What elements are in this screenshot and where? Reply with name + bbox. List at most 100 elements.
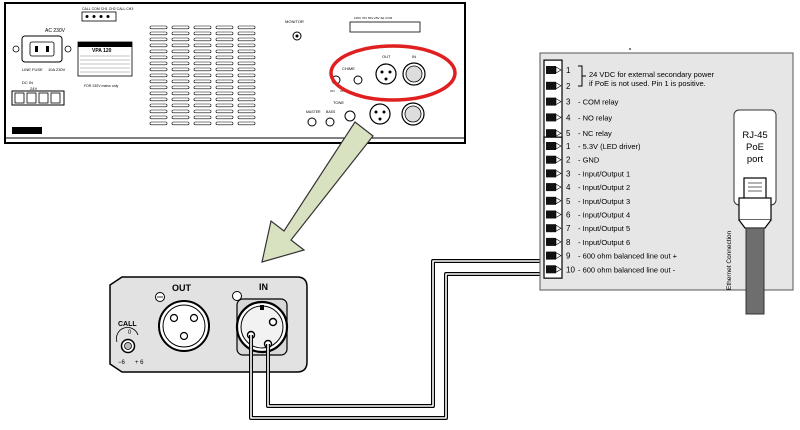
terminal-pin-number: 1 — [566, 142, 571, 151]
rj45-line1: RJ-45 — [742, 130, 767, 141]
terminal-screw-icon — [546, 183, 556, 192]
vent-slot — [215, 49, 234, 54]
terminal-pin-label: - Input/Output 4 — [578, 211, 630, 220]
monitor-label: MONITOR — [285, 19, 304, 24]
terminal-screw-icon — [546, 210, 556, 219]
vent-slot — [149, 115, 168, 120]
footnote-label: FOR 230V mains only — [84, 84, 118, 88]
tone-label: TONE — [333, 100, 344, 105]
ventilation-grille — [149, 25, 256, 126]
vent-slot — [171, 121, 190, 126]
speaker-terminal-strip: 100V 70V 50V 25V 4Ω COM — [349, 16, 421, 33]
vent-slot — [171, 49, 190, 54]
vent-slot — [237, 103, 256, 108]
terminal-pin-label: - Input/Output 5 — [578, 224, 630, 233]
terminal-pin-number: 6 — [566, 211, 571, 220]
vent-slot — [149, 97, 168, 102]
terminal-screw-icon — [546, 251, 556, 260]
vent-slot — [149, 31, 168, 36]
terminal-pin-label: - 600 ohm balanced line out - — [578, 265, 676, 274]
vent-slot — [193, 85, 212, 90]
terminal-pin-label: - Input/Output 6 — [578, 238, 630, 247]
vent-slot — [149, 55, 168, 60]
terminal-pin-label: - 5.3V (LED driver) — [578, 142, 641, 151]
terminal-pin-label: - COM relay — [578, 98, 619, 107]
model-label: VPA 120 — [92, 48, 112, 54]
terminal-pin-number: 4 — [566, 183, 571, 192]
vent-slot — [171, 79, 190, 84]
vent-slot — [149, 85, 168, 90]
vent-slot — [171, 115, 190, 120]
vent-slot — [193, 121, 212, 126]
vent-slot — [171, 61, 190, 66]
vent-slot — [149, 91, 168, 96]
vent-slot — [149, 61, 168, 66]
vent-slot — [193, 103, 212, 108]
vent-slot — [193, 67, 212, 72]
terminal-pin-label: - NO relay — [578, 113, 612, 122]
terminal-pin-number: 9 — [566, 252, 571, 261]
vent-slot — [171, 31, 190, 36]
vent-slot — [237, 49, 256, 54]
dc-in-label: DC IN — [22, 80, 33, 85]
vent-slot — [171, 43, 190, 48]
vent-slot — [237, 25, 256, 30]
terminal-pin-label: - GND — [578, 156, 600, 165]
vent-slot — [215, 73, 234, 78]
master-label: MASTER — [306, 110, 321, 114]
wiring — [249, 259, 556, 420]
highlight-ellipse — [329, 44, 457, 102]
vent-slot — [215, 97, 234, 102]
mains-inlet: AC 230V LINE FUSE 10A 230V — [12, 28, 72, 72]
wire-pin10 — [266, 259, 556, 408]
mains-label: AC 230V — [45, 28, 66, 34]
vent-slot — [237, 109, 256, 114]
serial-label-block — [12, 127, 42, 134]
zoom-arrow — [261, 121, 374, 263]
vent-slot — [215, 109, 234, 114]
vent-slot — [193, 97, 212, 102]
vent-slot — [237, 85, 256, 90]
vent-slot — [171, 55, 190, 60]
vent-slot — [215, 55, 234, 60]
vent-slot — [215, 43, 234, 48]
vent-slot — [237, 73, 256, 78]
fuse-rating: 10A 230V — [48, 67, 66, 72]
vent-slot — [237, 121, 256, 126]
terminal-screw-icon — [546, 81, 556, 90]
zoom-out-label: OUT — [172, 283, 192, 293]
vent-slot — [149, 73, 168, 78]
dc-terminal-strip: DC IN 24V — [11, 80, 65, 134]
terminal-screw-icon — [546, 265, 556, 274]
top-connector-label: CALL COM CH1 CH2 CALL CH3 — [82, 7, 133, 11]
vent-slot — [149, 79, 168, 84]
terminal-pin-number: 8 — [566, 238, 571, 247]
model-plate: VPA 120 FOR 230V mains only — [77, 41, 133, 88]
pin-brace — [578, 65, 586, 87]
rj45-line2: PoE — [746, 142, 764, 153]
vent-slot — [171, 67, 190, 72]
xlr-out-label: OUT — [382, 54, 391, 59]
terminal-pin-number: 2 — [566, 82, 571, 91]
terminal-pin-number: 4 — [566, 113, 571, 122]
vent-slot — [193, 61, 212, 66]
vent-slot — [237, 67, 256, 72]
vent-slot — [193, 31, 212, 36]
xlr-in-label: IN — [412, 54, 416, 59]
vent-slot — [193, 25, 212, 30]
vent-slot — [193, 49, 212, 54]
vent-slot — [237, 61, 256, 66]
terminal-pin-number: 7 — [566, 224, 571, 233]
power-note-line1: 24 VDC for external secondary power — [589, 70, 715, 79]
ethernet-cable — [745, 227, 765, 315]
monitor-control: MONITOR — [285, 19, 304, 41]
vent-slot — [193, 43, 212, 48]
terminal-pin-number: 2 — [566, 156, 571, 165]
terminal-screw-icon — [546, 66, 556, 74]
vent-slot — [171, 91, 190, 96]
ethernet-cable-label: Ethernet Connection — [726, 230, 733, 290]
